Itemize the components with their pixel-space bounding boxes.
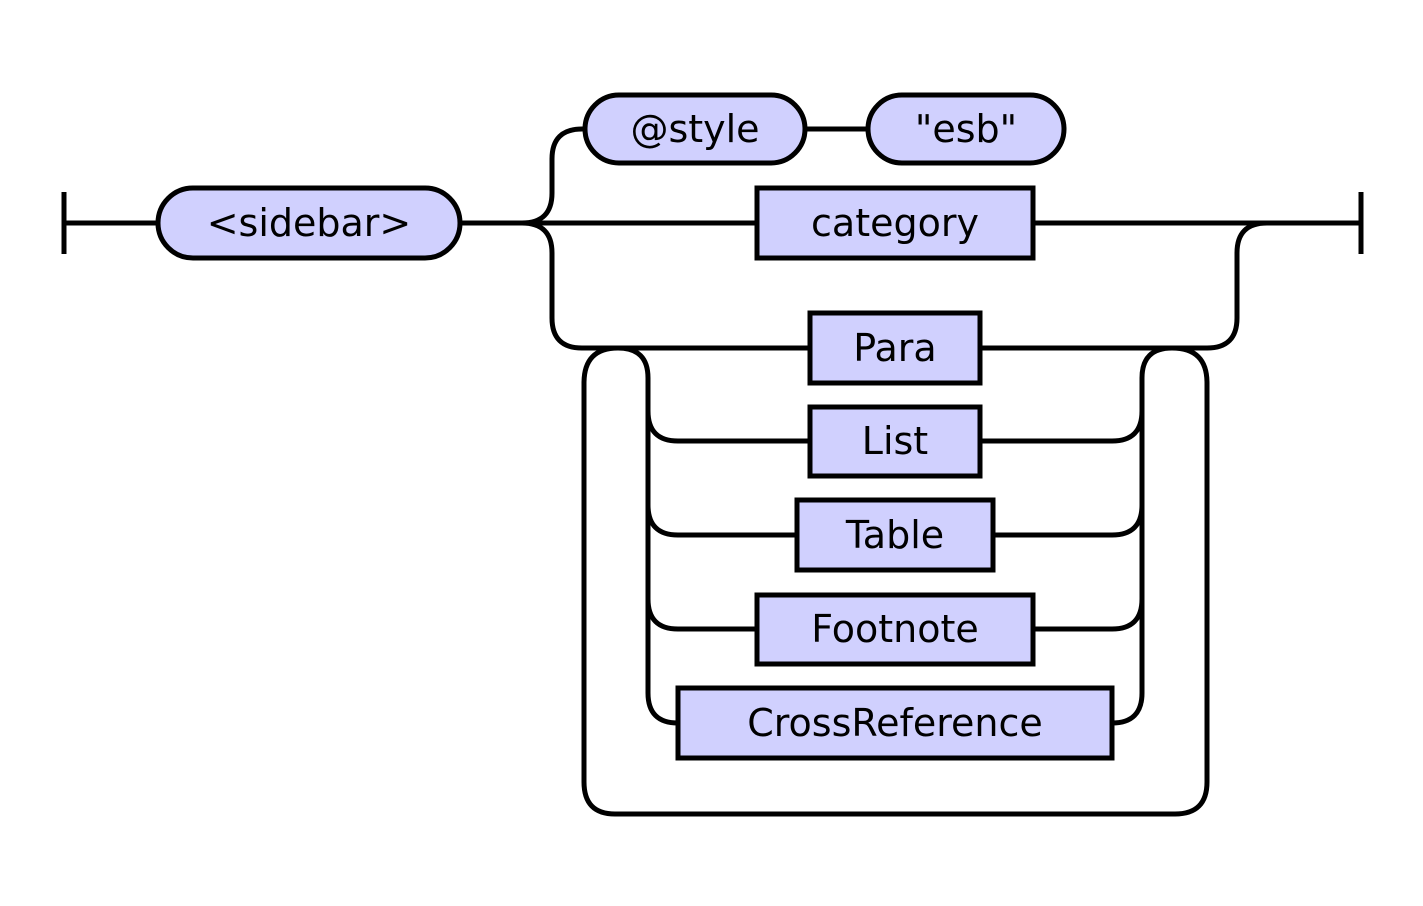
nonterminal-list-label: List — [862, 419, 928, 463]
node-para: Para — [807, 310, 983, 386]
track-choice-left-footnote — [645, 598, 757, 632]
terminal-esb-box — [865, 92, 1067, 166]
node-style-attr: @style — [582, 92, 808, 166]
track-choice-right-footnote — [1033, 598, 1145, 632]
diagram-tracks — [61, 126, 1364, 817]
node-footnote: Footnote — [754, 592, 1036, 667]
nonterminal-crossreference-label: CrossReference — [747, 701, 1043, 745]
node-table: Table — [794, 497, 996, 573]
track-choice-left-table — [645, 504, 797, 538]
node-list: List — [807, 404, 983, 479]
node-category: category — [754, 185, 1036, 261]
terminal-sidebar-label: <sidebar> — [207, 201, 412, 245]
track-choice-left-list — [645, 410, 810, 444]
track-choice-left — [617, 345, 679, 726]
nonterminal-table-label: Table — [845, 513, 944, 557]
node-style-value: "esb" — [865, 92, 1067, 166]
nonterminal-footnote-box — [754, 592, 1036, 667]
nonterminal-para-label: Para — [853, 326, 936, 370]
nonterminal-para-box — [807, 310, 983, 386]
track-choice-right — [1111, 345, 1173, 726]
nonterminal-table-box — [794, 497, 996, 573]
terminal-sidebar-box — [155, 185, 463, 261]
track-loop-branch-down — [521, 220, 810, 351]
track-loop-branch-up — [980, 220, 1268, 351]
terminal-esb-label: "esb" — [915, 107, 1017, 151]
nonterminal-footnote-label: Footnote — [811, 607, 979, 651]
node-sidebar: <sidebar> — [155, 185, 463, 261]
nonterminal-list-box — [807, 404, 983, 479]
node-crossreference: CrossReference — [675, 685, 1115, 761]
nonterminal-category-label: category — [811, 201, 979, 245]
track-choice-right-list — [980, 410, 1145, 444]
nonterminal-category-box — [754, 185, 1036, 261]
track-repeat-loop — [581, 345, 1210, 817]
track-choice-right-table — [993, 504, 1145, 538]
track-style-branch — [521, 126, 585, 226]
terminal-style-box — [582, 92, 808, 166]
terminal-style-label: @style — [630, 107, 759, 151]
nonterminal-crossreference-box — [675, 685, 1115, 761]
